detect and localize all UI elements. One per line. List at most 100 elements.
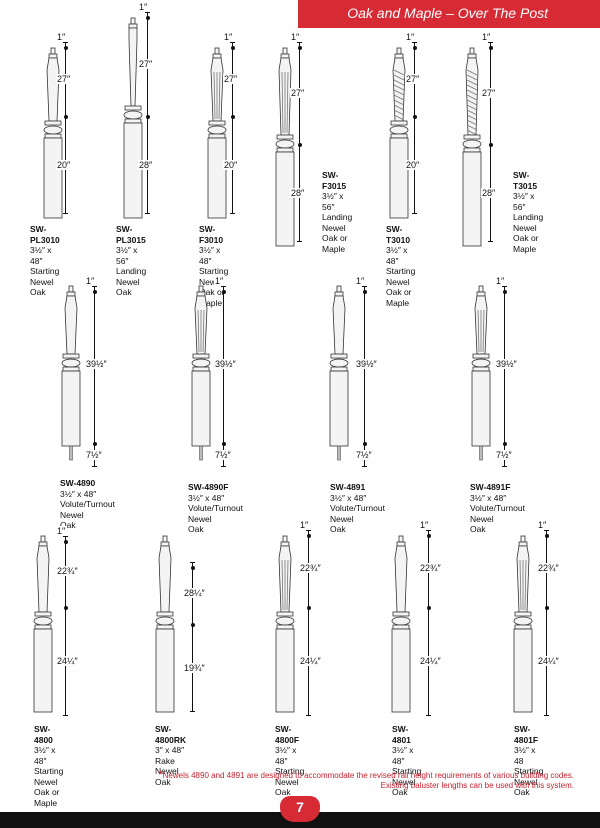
dimension-marker [412,46,417,50]
product-sku: SW-4800 [34,724,53,745]
product-type: Landing Newel [116,266,147,287]
footnote-star: * [158,769,163,781]
page-number: 7 [296,799,304,815]
product-sku: SW-4801 [392,724,411,745]
dimension-label: 27″ [138,58,154,69]
product-size: 3½″ x 48″ [34,745,56,766]
product-size: 3½″ x 48 [514,745,536,766]
product-size: 3½″ x 48″ [30,245,52,266]
dimension-line [190,562,195,712]
dimension-label: 27″ [405,73,421,84]
product-type: Starting Newel [34,766,64,787]
dimension-marker [63,606,68,610]
dimension-label-top: 1″ [214,276,225,286]
dimension-label: 28″ [138,159,154,170]
product-wood: Oak [60,520,76,530]
dimension-marker [502,290,507,294]
newel-post-illustration [33,535,53,713]
dimension-label: 20″ [56,159,72,170]
dimension-marker [544,606,549,610]
dimension-label-top: 1″ [138,2,149,12]
product-type: Landing Newel [513,212,544,233]
dimension-line [221,286,226,467]
newel-post-illustration [61,285,81,461]
dimension-label: 27″ [223,73,239,84]
dimension-line [502,286,507,467]
dimension-label: 27″ [56,73,72,84]
product-type: Volute/Turnout Newel [60,499,115,520]
dimension-line [362,286,367,467]
dimension-marker [92,290,97,294]
product-wood: Oak or Maple [386,287,412,308]
dimension-label: 27″ [290,87,306,98]
dimension-marker [221,290,226,294]
newel-post-illustration [462,47,482,247]
dimension-label: 20″ [223,159,239,170]
dimension-marker [306,534,311,538]
dimension-label: 24¼″ [537,656,560,666]
dimension-marker [145,16,150,20]
dimension-label-top: 1″ [495,276,506,286]
product-sku: SW-T3010 [386,224,411,245]
product-wood: Oak [470,524,486,534]
dimension-line [426,530,431,716]
dimension-marker [488,46,493,50]
dimension-label-top: 1″ [290,32,301,42]
dimension-label: 7½″ [495,449,513,460]
product-type: Starting Newel [392,766,422,787]
product-sku: SW-PL3015 [116,224,146,245]
dimension-label-top: 1″ [481,32,492,42]
header-banner: Oak and Maple – Over The Post [298,0,600,28]
product-size: 3½″ x 48″ [188,492,225,503]
dimension-label: 22¾″ [537,563,560,573]
dimension-marker [362,442,367,446]
product-size: 3½″ x 48″ [330,492,367,503]
dimension-label: 22¾″ [56,566,79,576]
product-type: Volute/Turnout Newel [330,503,385,524]
dimension-label: 7½″ [355,449,373,460]
product-wood: Oak [330,524,346,534]
dimension-label: 19¾″ [183,662,206,673]
dimension-label-top: 1″ [56,32,67,42]
dimension-label-top: 1″ [56,526,67,536]
product-size: 3½″ x 48″ [470,492,507,503]
dimension-marker [412,115,417,119]
dimension-label: 39½″ [214,359,237,369]
dimension-line [488,42,493,242]
dimension-marker [426,606,431,610]
product-wood: Oak [188,524,204,534]
product-wood: Oak or Maple [34,787,60,808]
newel-post-illustration [275,47,295,247]
dimension-line [297,42,302,242]
newel-post-illustration [471,285,491,461]
product-sku: SW-4800RK [155,724,187,745]
product-sku: SW-PL3010 [30,224,60,245]
product-size: 3½″ x 48″ [60,488,97,499]
product-sku: SW-F3010 [199,224,224,245]
dimension-label: 39½″ [495,359,518,369]
dimension-marker [190,566,195,570]
dimension-label-top: 1″ [419,520,430,530]
dimension-marker [362,290,367,294]
product-sku: SW-4891F [470,482,511,492]
dimension-marker [502,442,507,446]
dimension-label: 28¼″ [183,587,206,598]
dimension-label-top: 1″ [537,520,548,530]
dimension-line [230,42,235,214]
newel-post-illustration [207,47,227,219]
product-size: 3½″ x 48″ [386,245,408,266]
dimension-label: 24¼″ [419,656,442,666]
dimension-label: 39½″ [355,359,378,369]
dimension-marker [306,606,311,610]
product-type: Rake Newel [155,755,179,777]
footnote: *Newels 4890 and 4891 are designed to ac… [134,770,574,791]
product-sku: SW-4800F [275,724,300,745]
product-size: 3½″ x 56″ [322,191,344,212]
newel-post-illustration [389,47,409,219]
